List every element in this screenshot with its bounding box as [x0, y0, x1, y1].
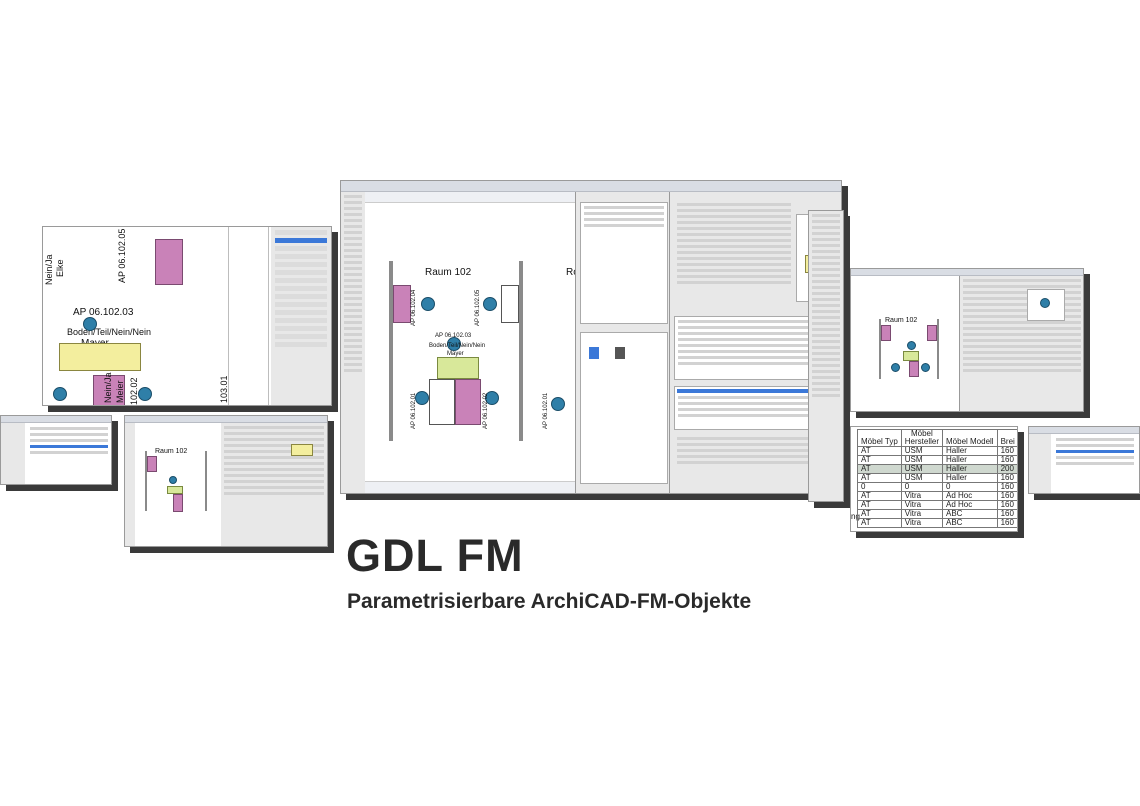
chair-symbol	[447, 337, 461, 351]
column-header: Möbel Modell	[942, 429, 998, 447]
plan-tag: 103.01	[219, 375, 229, 403]
chair-symbol	[485, 391, 499, 405]
room-label: Raum 102	[425, 267, 472, 278]
plan-tag: Nein/Ja	[103, 372, 113, 403]
page-title: GDL FM	[346, 530, 524, 581]
plan-tag: Boden/Teil/Nein/Nein	[429, 343, 486, 349]
screenshot-archicad-right: Raum 102	[850, 268, 1084, 412]
plan-tag: AP 06.102.03	[73, 307, 134, 318]
plan-tag: Elke	[55, 259, 65, 277]
screenshot-navigator	[808, 210, 844, 502]
table-cell: Vitra	[900, 518, 944, 528]
chair-symbol	[415, 391, 429, 405]
settings-panel	[271, 227, 331, 405]
room-label: Raum 102	[885, 317, 918, 324]
plan-tag: Boden/Teil/Nein/Nein	[67, 327, 152, 337]
screenshot-floorplan-left: AP 06.102.05 Nein/Ja Elke AP 06.102.03 B…	[42, 226, 332, 406]
chair-symbol	[83, 317, 97, 331]
plan-tag: Meier	[115, 380, 125, 403]
desk-green	[437, 357, 479, 379]
chair-symbol	[138, 387, 152, 401]
wall	[519, 261, 523, 441]
column-header: Möbel Hersteller	[900, 429, 944, 447]
menu-bar	[341, 181, 841, 192]
desk-pink	[155, 239, 183, 285]
chair-symbol	[421, 297, 435, 311]
screenshot-archicad-main: Raum 102 Ro AP 06.102.04 AP 06.102.05 AP…	[340, 180, 842, 494]
table-cell: ABC	[942, 518, 998, 528]
screenshot-dialog-right	[1028, 426, 1140, 494]
plan-tag: AP 06.102.04	[411, 289, 417, 326]
column-header: Möbel Typ	[857, 429, 902, 447]
screenshot-archicad-small: Raum 102	[124, 415, 328, 547]
page-subtitle: Parametrisierbare ArchiCAD-FM-Objekte	[347, 590, 752, 613]
wall	[389, 261, 393, 441]
room-label: Raum 102	[155, 448, 188, 455]
table-edge-label: ng	[851, 512, 860, 521]
room-label: Ro	[566, 267, 579, 278]
table-cell: 160	[996, 518, 1017, 528]
divider	[268, 227, 269, 405]
chair-symbol	[53, 387, 67, 401]
desk-pink	[393, 285, 411, 323]
column-header: Brei	[996, 429, 1017, 447]
desk-pink	[93, 375, 125, 405]
desk-yellow	[59, 343, 141, 371]
furniture-table: Möbel Typ Möbel Hersteller Möbel Modell …	[857, 429, 1017, 528]
plan-tag: Mayer	[447, 351, 464, 357]
plan-tag: Nein/Ja	[44, 254, 54, 285]
plan-tag: AP 06.102.05	[117, 228, 127, 283]
chair-symbol	[551, 397, 565, 411]
screenshot-dialog-small	[0, 415, 112, 485]
plan-tag: AP 06.102.01	[411, 392, 417, 429]
toolbox	[341, 192, 365, 493]
plan-tag: 102.02	[129, 377, 139, 405]
plan-tag: AP 06.102.02	[483, 392, 489, 429]
chair-symbol	[483, 297, 497, 311]
table-cell: AT	[857, 518, 902, 528]
plan-tag: AP 06.102.03	[435, 333, 472, 339]
library-panel	[575, 192, 670, 493]
desk-pink	[455, 379, 481, 425]
plan-tag: AP 06.102.05	[475, 289, 481, 326]
plan-tag: AP 06.102.01	[543, 392, 549, 429]
table-cell: Haller	[942, 473, 998, 483]
screenshot-schedule-table: ng Möbel Typ Möbel Hersteller Möbel Mode…	[850, 426, 1018, 532]
divider	[228, 227, 229, 405]
